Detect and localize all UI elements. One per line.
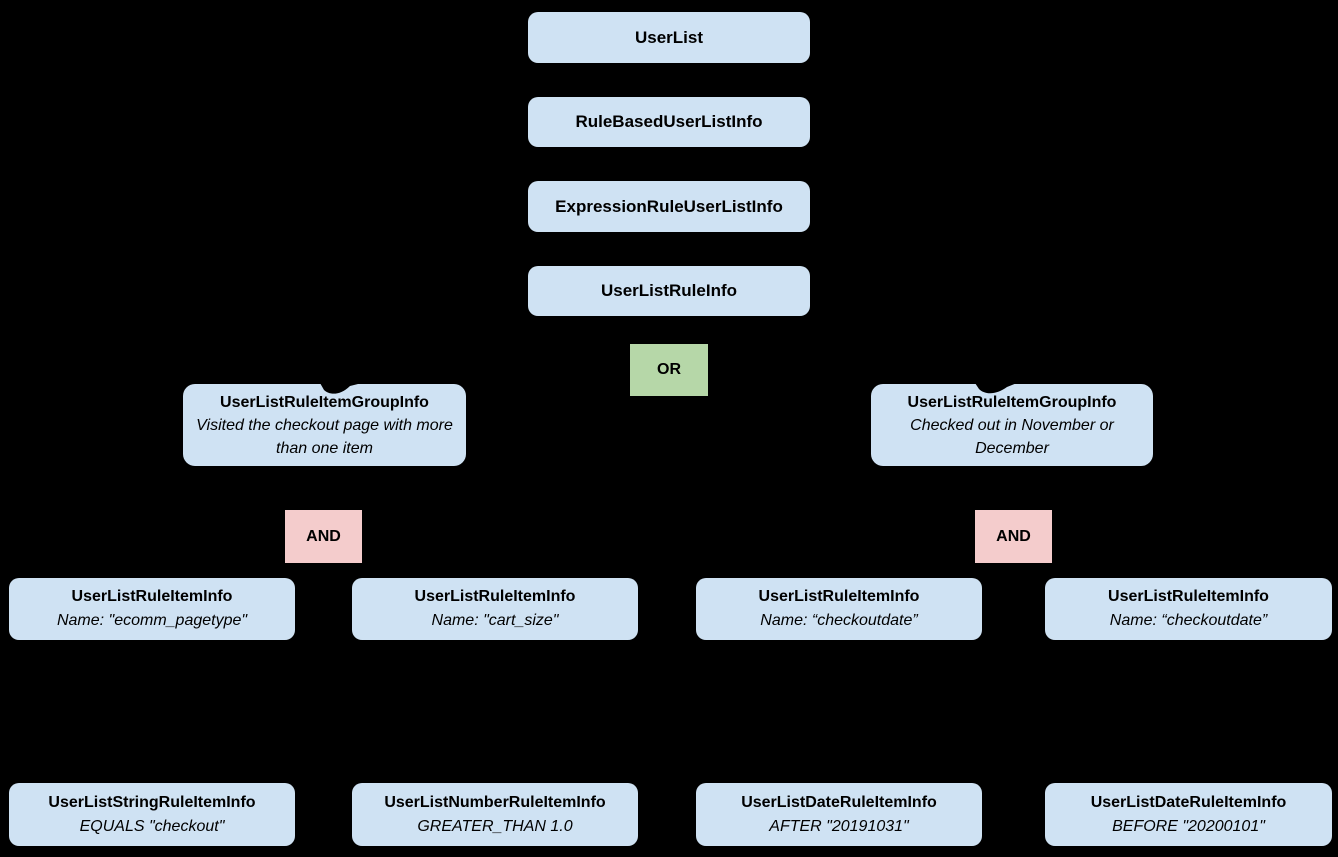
- node-string-rule-item-info: UserListStringRuleItemInfo EQUALS "check…: [9, 783, 295, 846]
- arrowhead-icon: [975, 383, 1017, 394]
- operand-2-condition: GREATER_THAN 1.0: [417, 817, 573, 835]
- rule-item-4-name: Name: “checkoutdate”: [1109, 612, 1268, 629]
- operand-3-title: UserListDateRuleItemInfo: [741, 793, 937, 811]
- node-user-list-rule-info-label: UserListRuleInfo: [600, 281, 738, 300]
- node-date-rule-item-info-before: UserListDateRuleItemInfo BEFORE "2020010…: [1045, 783, 1332, 846]
- operand-2-title: UserListNumberRuleItemInfo: [384, 793, 606, 811]
- and-operator-right-label: AND: [996, 527, 1031, 545]
- node-rule-item-checkoutdate-1: UserListRuleItemInfo Name: “checkoutdate…: [696, 578, 982, 640]
- node-userlist: UserList: [528, 12, 810, 63]
- node-rule-based-user-list-info-label: RuleBasedUserListInfo: [575, 112, 763, 131]
- node-user-list-rule-info: UserListRuleInfo: [528, 266, 810, 316]
- group-left-title: UserListRuleItemGroupInfo: [220, 393, 429, 411]
- operand-1-condition: EQUALS "checkout": [79, 817, 225, 835]
- or-operator-label: OR: [657, 361, 681, 378]
- operand-4-condition: BEFORE "20200101": [1112, 817, 1265, 835]
- rule-item-3-title: UserListRuleItemInfo: [758, 588, 920, 605]
- node-expression-rule-user-list-info-label: ExpressionRuleUserListInfo: [555, 196, 783, 216]
- operand-3-condition: AFTER "20191031": [769, 817, 909, 835]
- rule-item-2-title: UserListRuleItemInfo: [414, 588, 576, 605]
- node-number-rule-item-info: UserListNumberRuleItemInfo GREATER_THAN …: [352, 783, 638, 846]
- node-userlist-label: UserList: [634, 27, 704, 47]
- node-rule-item-cart-size: UserListRuleItemInfo Name: "cart_size": [352, 578, 638, 640]
- or-operator-node: OR: [630, 344, 708, 396]
- group-left-description: Visited the checkout page with more than…: [196, 416, 453, 457]
- group-right-description: Checked out in November or December: [910, 416, 1114, 457]
- node-rule-based-user-list-info: RuleBasedUserListInfo: [528, 97, 810, 147]
- operand-4-title: UserListDateRuleItemInfo: [1090, 793, 1287, 811]
- and-operator-left-label: AND: [306, 527, 341, 545]
- node-rule-item-group-right: UserListRuleItemGroupInfo Checked out in…: [871, 384, 1153, 466]
- rule-item-2-name: Name: "cart_size": [431, 612, 559, 629]
- arrowhead-icon: [320, 383, 362, 394]
- rule-item-3-name: Name: “checkoutdate”: [760, 612, 918, 629]
- rule-item-4-title: UserListRuleItemInfo: [1108, 588, 1269, 605]
- and-operator-node-left: AND: [285, 510, 362, 563]
- node-rule-item-checkoutdate-2: UserListRuleItemInfo Name: “checkoutdate…: [1045, 578, 1332, 640]
- node-rule-item-group-left: UserListRuleItemGroupInfo Visited the ch…: [183, 384, 466, 466]
- node-rule-item-ecomm-pagetype: UserListRuleItemInfo Name: "ecomm_pagety…: [9, 578, 295, 640]
- node-expression-rule-user-list-info: ExpressionRuleUserListInfo: [528, 181, 810, 232]
- node-date-rule-item-info-after: UserListDateRuleItemInfo AFTER "20191031…: [696, 783, 982, 846]
- group-right-title: UserListRuleItemGroupInfo: [907, 393, 1117, 411]
- rule-item-1-name: Name: "ecomm_pagetype": [56, 612, 248, 629]
- operand-1-title: UserListStringRuleItemInfo: [48, 793, 256, 811]
- rule-item-1-title: UserListRuleItemInfo: [71, 588, 233, 605]
- and-operator-node-right: AND: [975, 510, 1052, 563]
